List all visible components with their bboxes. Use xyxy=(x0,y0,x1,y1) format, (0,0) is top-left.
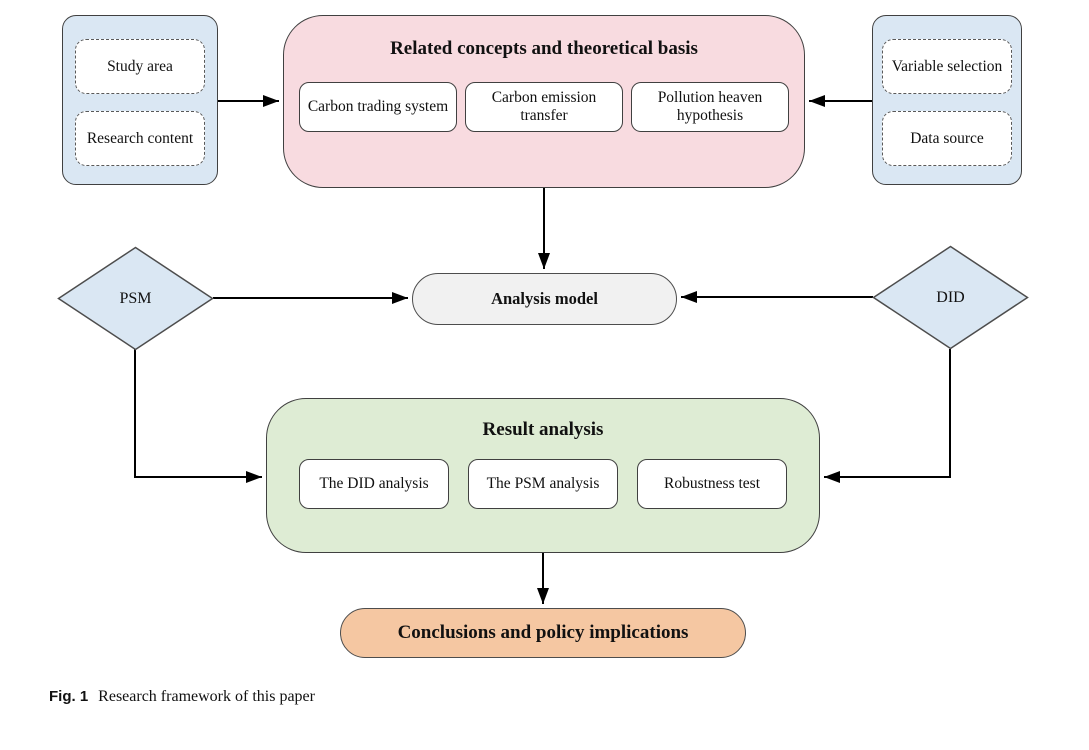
concepts-title: Related concepts and theoretical basis xyxy=(390,38,698,59)
psm-analysis-node: The PSM analysis xyxy=(468,459,618,509)
conclusions-label: Conclusions and policy implications xyxy=(397,622,689,643)
results-group: Result analysis The DID analysis The PSM… xyxy=(266,398,820,553)
carbon-trading-system-node: Carbon trading system xyxy=(299,82,457,132)
figure-caption-number: Fig. 1 xyxy=(49,688,89,705)
analysis-model-label: Analysis model xyxy=(491,289,598,308)
did-analysis-node: The DID analysis xyxy=(299,459,449,509)
data-source-node: Data source xyxy=(882,111,1012,166)
concepts-sub-row: Carbon trading system Carbon emission tr… xyxy=(284,82,804,132)
research-content-node: Research content xyxy=(75,111,205,166)
arrow-did-to-results xyxy=(824,349,951,483)
psm-label: PSM xyxy=(119,289,152,307)
data-source-label: Data source xyxy=(910,129,984,147)
study-inputs-group: Study area Research content xyxy=(62,15,218,185)
figure-caption: Fig. 1 Research framework of this paper xyxy=(49,688,315,706)
psm-diamond: PSM xyxy=(57,246,214,351)
variable-selection-label: Variable selection xyxy=(891,57,1003,75)
variable-selection-node: Variable selection xyxy=(882,39,1012,94)
did-label: DID xyxy=(936,288,965,306)
arrow-psm-to-results xyxy=(134,348,262,483)
did-diamond: DID xyxy=(872,245,1029,350)
robustness-test-node: Robustness test xyxy=(637,459,787,509)
research-content-label: Research content xyxy=(86,129,194,147)
concepts-group: Related concepts and theoretical basis C… xyxy=(283,15,805,188)
data-inputs-group: Variable selection Data source xyxy=(872,15,1022,185)
results-sub-row: The DID analysis The PSM analysis Robust… xyxy=(267,459,819,509)
study-area-node: Study area xyxy=(75,39,205,94)
results-title: Result analysis xyxy=(482,419,604,440)
did-analysis-label: The DID analysis xyxy=(319,475,429,493)
carbon-trading-system-label: Carbon trading system xyxy=(307,98,449,116)
carbon-emission-transfer-node: Carbon emission transfer xyxy=(465,82,623,132)
conclusions-node: Conclusions and policy implications xyxy=(340,608,746,658)
robustness-test-label: Robustness test xyxy=(663,475,761,493)
psm-analysis-label: The PSM analysis xyxy=(486,475,600,493)
figure-caption-text: Research framework of this paper xyxy=(98,688,315,705)
pollution-heaven-hypothesis-node: Pollution heaven hypothesis xyxy=(631,82,789,132)
study-area-label: Study area xyxy=(107,57,173,75)
did-diamond-shape xyxy=(872,245,1029,350)
pollution-heaven-hypothesis-label: Pollution heaven hypothesis xyxy=(657,89,763,124)
carbon-emission-transfer-label: Carbon emission transfer xyxy=(491,89,597,124)
analysis-model-node: Analysis model xyxy=(412,273,677,325)
psm-diamond-shape xyxy=(57,246,214,351)
